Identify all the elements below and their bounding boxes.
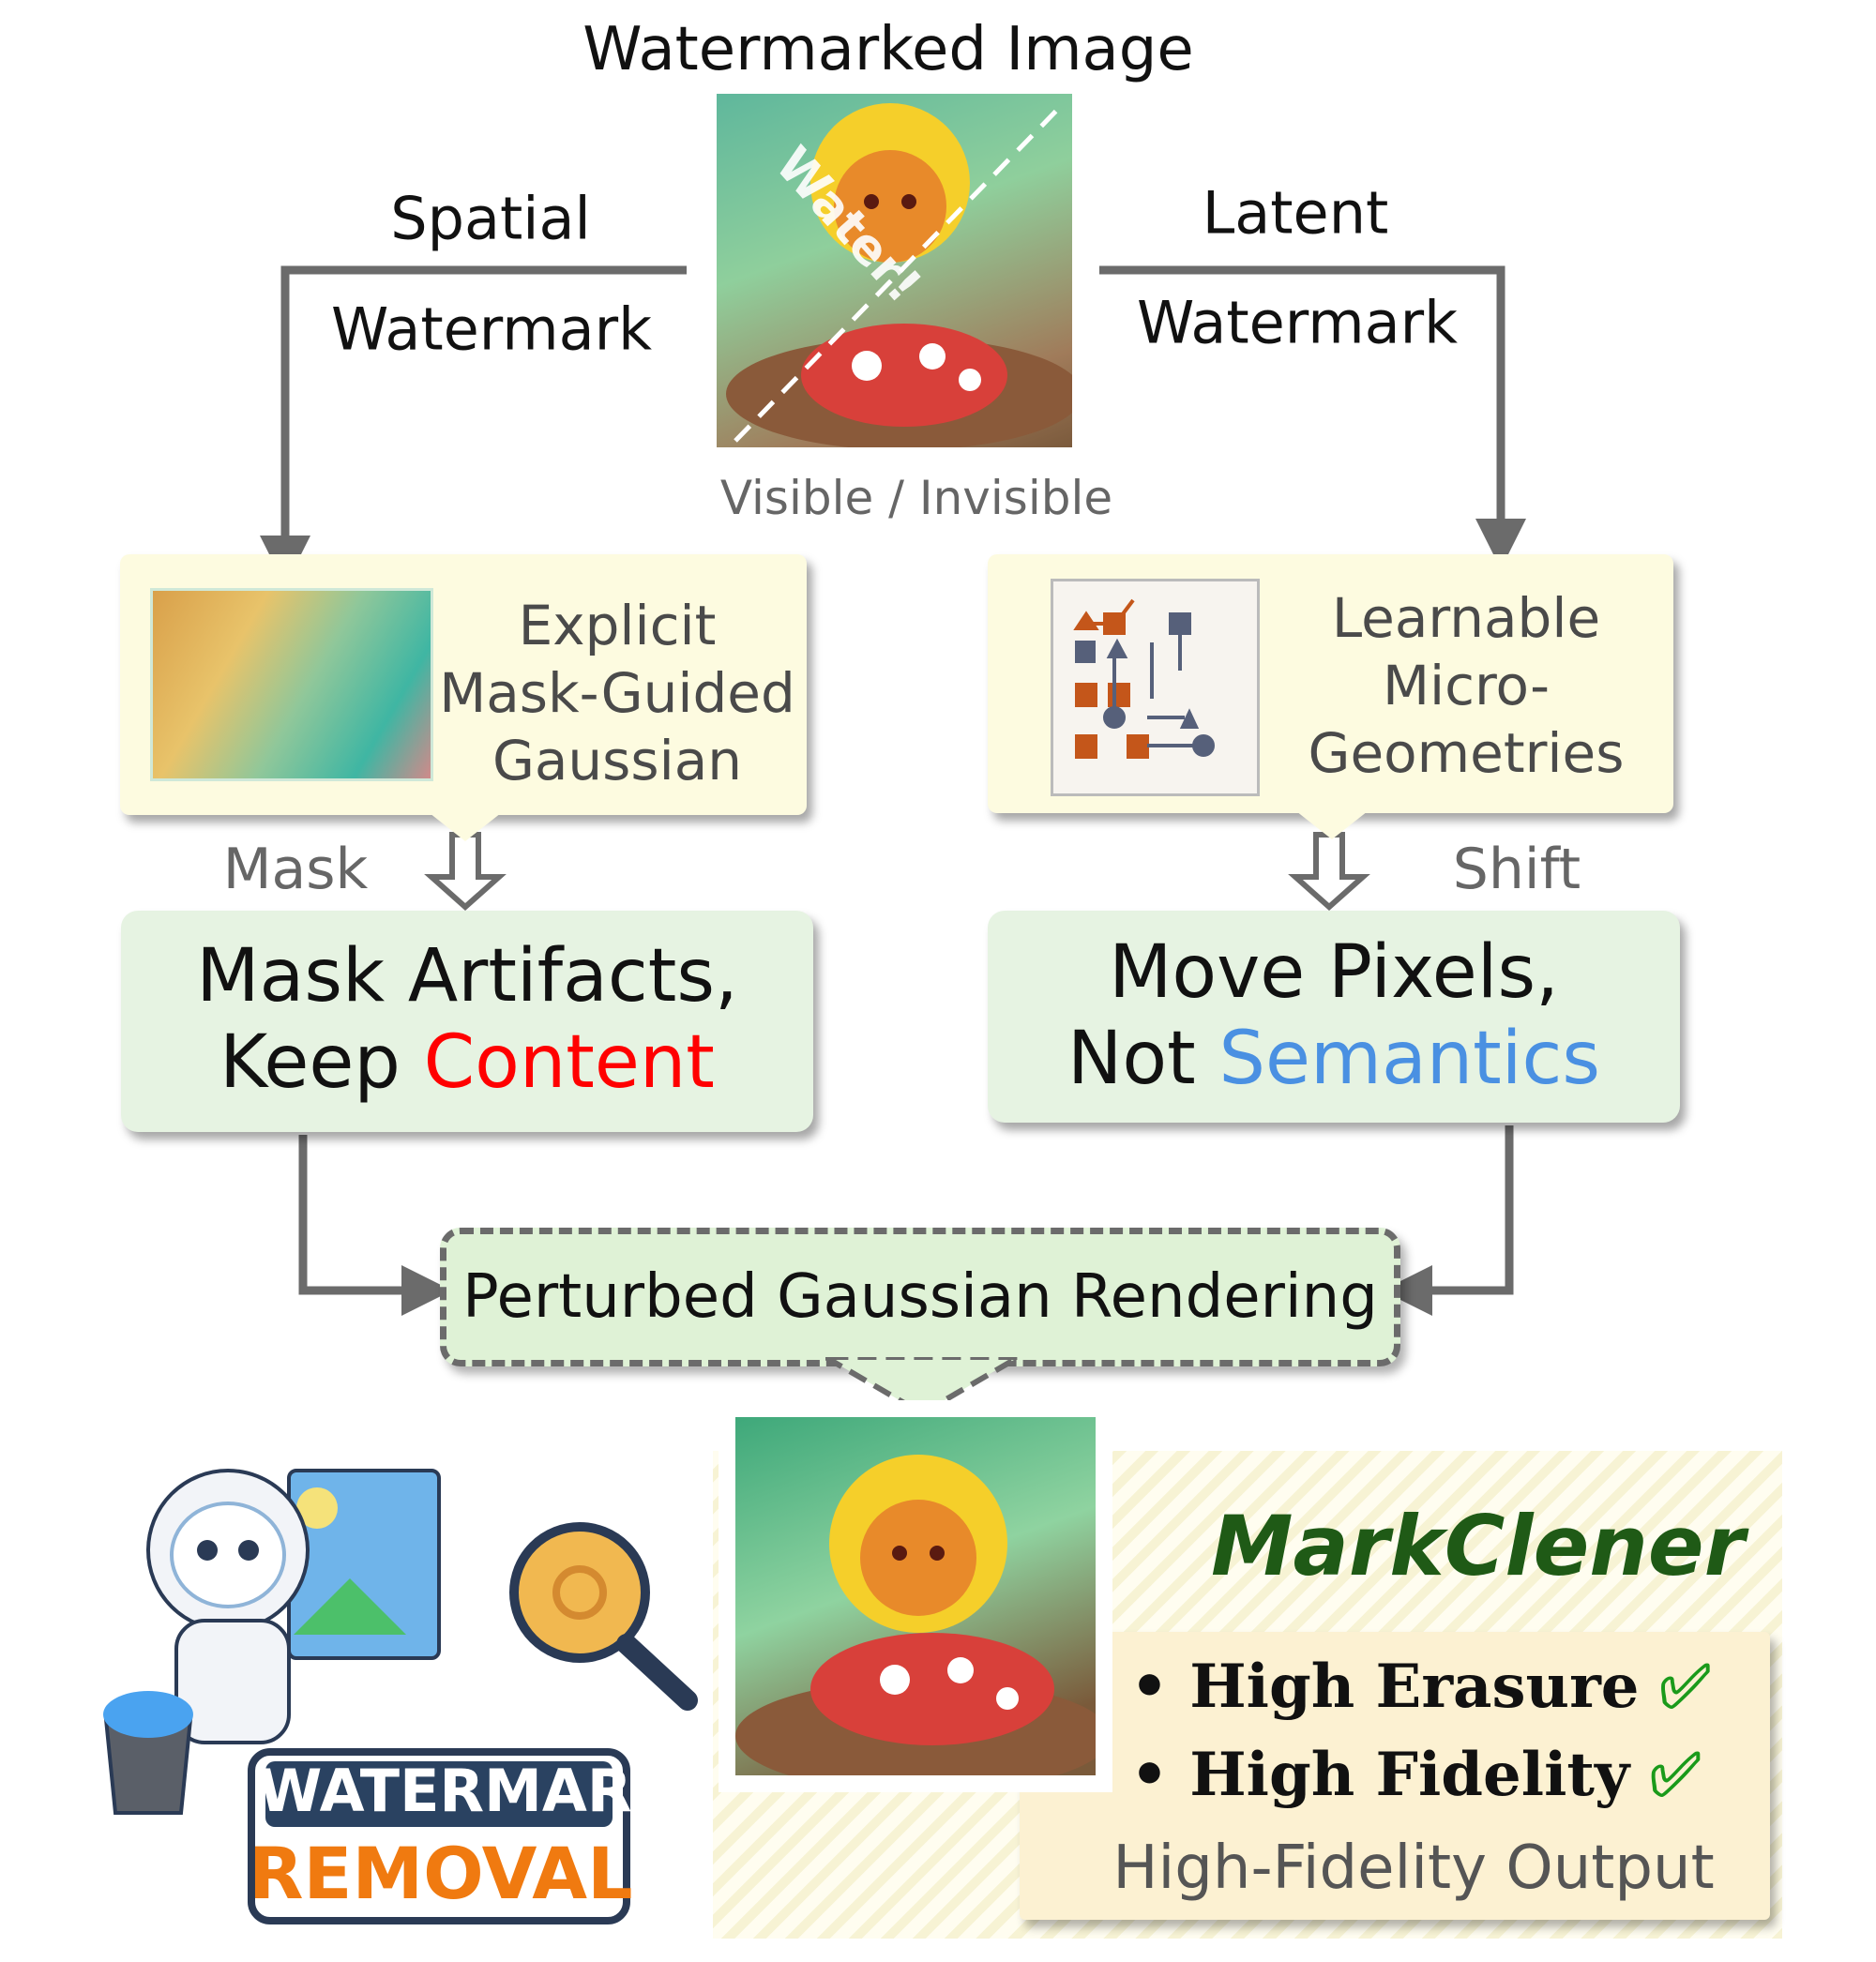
right-to-render-connector bbox=[1382, 1125, 1514, 1316]
image-caption: Visible / Invisible bbox=[719, 471, 1113, 525]
sunflower-illustration bbox=[735, 1455, 1096, 1775]
bullet-list: • High Erasure ✅︎ • High Fidelity ✅︎ bbox=[1130, 1643, 1711, 1819]
module-line: Explicit bbox=[518, 594, 717, 657]
latent-watermark-label: Watermark bbox=[1137, 288, 1458, 357]
output-caption: High-Fidelity Output bbox=[1112, 1834, 1715, 1903]
semantics-highlight: Semantics bbox=[1218, 1017, 1600, 1101]
gaussian-mosaic-image bbox=[150, 588, 433, 781]
spatial-label: Spatial bbox=[390, 184, 591, 253]
astronaut-cat-illustration bbox=[103, 1469, 698, 1924]
learnable-micro-geometries-text: Learnable Micro- Geometries bbox=[1269, 584, 1663, 787]
mask-label: Mask bbox=[222, 837, 369, 902]
latent-connector bbox=[1099, 265, 1526, 569]
perturbed-gaussian-rendering-box: Perturbed Gaussian Rendering bbox=[440, 1228, 1400, 1366]
logo-text-watermark: WATERMARK bbox=[258, 1757, 677, 1825]
check-circle-icon: ✅︎ bbox=[1659, 1653, 1711, 1722]
callout-tail bbox=[1296, 811, 1368, 839]
left-to-render-connector bbox=[298, 1135, 452, 1316]
module-line: Learnable bbox=[1331, 586, 1601, 650]
diagram-title: Watermarked Image bbox=[582, 15, 1194, 84]
result-prefix: Keep bbox=[219, 1020, 424, 1105]
markclener-title: MarkClener bbox=[1210, 1498, 1745, 1594]
result-line2: Keep Content bbox=[121, 1019, 813, 1106]
spatial-watermark-label: Watermark bbox=[331, 294, 652, 364]
explicit-mask-gaussian-module: Explicit Mask-Guided Gaussian bbox=[120, 554, 807, 841]
rendering-output-tail bbox=[825, 1357, 1022, 1415]
clean-output-image bbox=[719, 1400, 1112, 1792]
mask-artifacts-box: Mask Artifacts, Keep Content bbox=[121, 911, 813, 1132]
check-circle-icon: ✅︎ bbox=[1650, 1741, 1702, 1810]
module-line: Mask-Guided bbox=[439, 661, 795, 725]
callout-tail bbox=[430, 813, 501, 841]
content-highlight: Content bbox=[423, 1020, 715, 1105]
explicit-mask-gaussian-text: Explicit Mask-Guided Gaussian bbox=[430, 592, 805, 794]
shift-arrow-icon bbox=[1288, 832, 1370, 912]
output-summary-box: • High Erasure ✅︎ • High Fidelity ✅︎ Hig… bbox=[1020, 1632, 1770, 1920]
watermarked-image: Water! bbox=[717, 94, 1072, 447]
micro-geometries-icon bbox=[1051, 579, 1260, 796]
latent-label: Latent bbox=[1202, 178, 1389, 248]
sunflower-illustration bbox=[726, 101, 1072, 447]
move-pixels-box: Move Pixels, Not Semantics bbox=[988, 911, 1680, 1123]
spatial-connector bbox=[260, 265, 687, 586]
mask-arrow-icon bbox=[424, 832, 507, 912]
result-line1: Move Pixels, bbox=[1109, 930, 1559, 1015]
mask-artifacts-text: Mask Artifacts, Keep Content bbox=[121, 933, 813, 1106]
logo-text-removal: REMOVAL bbox=[249, 1832, 633, 1915]
shift-label: Shift bbox=[1452, 837, 1581, 902]
bullet-item: • High Erasure ✅︎ bbox=[1130, 1652, 1711, 1722]
module-line: Geometries bbox=[1308, 721, 1625, 785]
module-line: Gaussian bbox=[492, 729, 743, 792]
result-prefix: Not bbox=[1067, 1017, 1219, 1101]
move-pixels-text: Move Pixels, Not Semantics bbox=[988, 929, 1680, 1102]
learnable-micro-geometries-module: Learnable Micro- Geometries bbox=[988, 554, 1673, 839]
module-line: Micro- bbox=[1382, 654, 1551, 717]
result-line2: Not Semantics bbox=[988, 1016, 1680, 1102]
bullet-item: • High Fidelity ✅︎ bbox=[1130, 1740, 1702, 1810]
rendering-label: Perturbed Gaussian Rendering bbox=[462, 1262, 1378, 1332]
bullet-text: High Erasure bbox=[1189, 1652, 1640, 1722]
bullet-text: High Fidelity bbox=[1189, 1740, 1630, 1810]
watermark-removal-logo: WATERMARK REMOVAL bbox=[87, 1419, 701, 1951]
result-line1: Mask Artifacts, bbox=[196, 934, 738, 1019]
